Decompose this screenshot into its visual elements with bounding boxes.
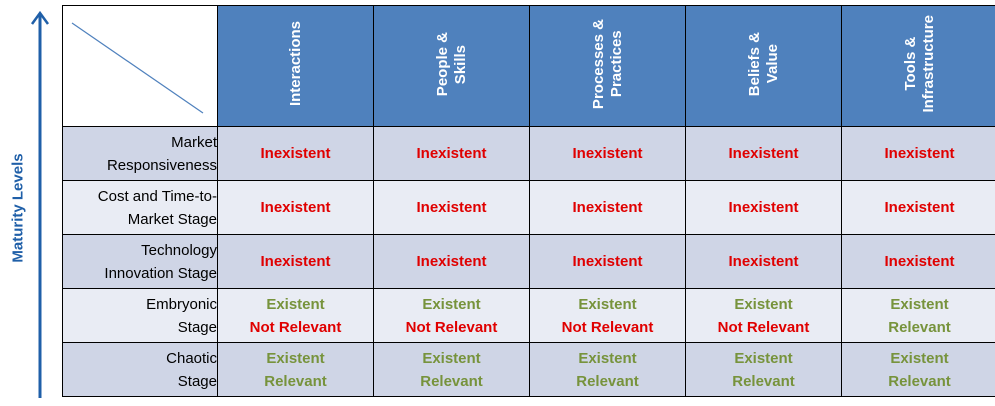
cell-value: Existent xyxy=(422,349,481,367)
matrix-cell: Inexistent xyxy=(685,126,842,181)
cell-value: Not Relevant xyxy=(405,318,498,336)
cell-value: Relevant xyxy=(888,372,951,390)
cell-value: Relevant xyxy=(732,372,795,390)
column-header: Processes & Practices xyxy=(529,5,686,127)
row-header: Technology Innovation Stage xyxy=(62,234,218,289)
cell-value: Existent xyxy=(422,295,481,313)
cell-value: Existent xyxy=(578,295,637,313)
matrix-cell: Inexistent xyxy=(217,126,374,181)
cell-value: Not Relevant xyxy=(249,318,342,336)
matrix-cell: Inexistent xyxy=(217,180,374,235)
corner-cell xyxy=(62,5,218,127)
cell-value: Existent xyxy=(578,349,637,367)
cell-value: Inexistent xyxy=(260,199,331,216)
cell-value: Relevant xyxy=(888,318,951,336)
column-header: Tools & Infrastructure xyxy=(841,5,995,127)
cell-value: Inexistent xyxy=(572,145,643,162)
cell-value: Inexistent xyxy=(416,199,487,216)
matrix-cell: Inexistent xyxy=(529,234,686,289)
row-header: Market Responsiveness xyxy=(62,126,218,181)
cell-value: Relevant xyxy=(576,372,639,390)
matrix-cell: Inexistent xyxy=(373,180,530,235)
header-row: Interactions People & Skills Processes &… xyxy=(62,5,995,127)
matrix-cell: Inexistent xyxy=(529,126,686,181)
matrix-cell: Inexistent xyxy=(217,234,374,289)
cell-value: Existent xyxy=(266,349,325,367)
table-row: Cost and Time-to- Market Stage Inexistent… xyxy=(62,180,995,235)
row-header: Cost and Time-to- Market Stage xyxy=(62,180,218,235)
cell-value: Inexistent xyxy=(884,253,955,270)
matrix-cell: Inexistent xyxy=(373,234,530,289)
cell-value: Inexistent xyxy=(728,199,799,216)
matrix-cell: Inexistent xyxy=(841,234,995,289)
cell-value: Inexistent xyxy=(260,253,331,270)
maturity-axis: Maturity Levels xyxy=(0,0,62,406)
matrix-cell: Inexistent xyxy=(841,180,995,235)
matrix-cell: Inexistent xyxy=(685,234,842,289)
row-header: Chaotic Stage xyxy=(62,342,218,397)
matrix-cell: Inexistent xyxy=(529,180,686,235)
matrix-cell: Inexistent xyxy=(685,180,842,235)
column-header: People & Skills xyxy=(373,5,530,127)
cell-value: Not Relevant xyxy=(717,318,810,336)
cell-value: Existent xyxy=(734,295,793,313)
table-row: Technology Innovation Stage Inexistent Ine… xyxy=(62,234,995,289)
axis-label: Maturity Levels xyxy=(9,153,27,263)
cell-value: Relevant xyxy=(264,372,327,390)
cell-value: Not Relevant xyxy=(561,318,654,336)
up-arrow-icon xyxy=(30,10,50,398)
cell-value: Existent xyxy=(890,295,949,313)
cell-value: Inexistent xyxy=(884,199,955,216)
table-row: Market Responsiveness Inexistent Inexisten… xyxy=(62,126,995,181)
cell-value: Inexistent xyxy=(572,199,643,216)
cell-value: Inexistent xyxy=(728,145,799,162)
cell-value: Relevant xyxy=(420,372,483,390)
matrix-cell: Inexistent xyxy=(841,126,995,181)
cell-value: Existent xyxy=(266,295,325,313)
cell-value: Inexistent xyxy=(884,145,955,162)
cell-value: Inexistent xyxy=(728,253,799,270)
diagonal-line-icon xyxy=(71,22,204,114)
cell-value: Existent xyxy=(890,349,949,367)
cell-value: Existent xyxy=(734,349,793,367)
cell-value: Inexistent xyxy=(416,145,487,162)
column-header: Interactions xyxy=(217,5,374,127)
cell-value: Inexistent xyxy=(572,253,643,270)
cell-value: Inexistent xyxy=(260,145,331,162)
cell-value: Inexistent xyxy=(416,253,487,270)
row-header: Embryonic Stage xyxy=(62,288,218,343)
column-header: Beliefs & Value xyxy=(685,5,842,127)
maturity-matrix: Interactions People & Skills Processes &… xyxy=(62,5,995,397)
matrix-cell: Inexistent xyxy=(373,126,530,181)
